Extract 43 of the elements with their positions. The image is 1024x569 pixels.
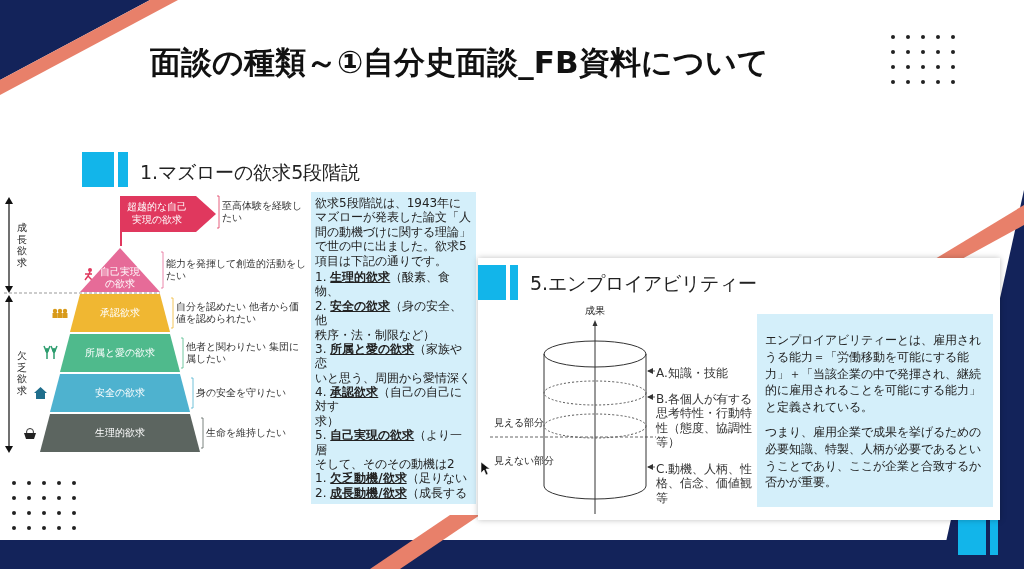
list-item: 5. 自己実現の欲求（より一層 (315, 428, 464, 458)
region-label: 見える部分 (494, 416, 544, 430)
section-heading: 1.マズローの欲求5段階説 (140, 160, 361, 185)
leader-line (647, 464, 656, 470)
leader-line (647, 368, 656, 374)
paragraph: つまり、雇用企業で成果を挙げるための必要知識、特製、人柄が必要であるということであり、ここが企業と合致するか否かが重要。 (765, 424, 982, 492)
callout-text: A.知識・技能 (656, 366, 754, 381)
paragraph: 欲求5段階説は、1943年にマズローが発表した論文「人間の動機づけに関する理論」で世の中に出ました。欲求5項目は下記の通りです。 (315, 196, 472, 268)
annotation-text: 自分を認めたい 他者から価値を認められたい (176, 301, 301, 325)
text-panel (757, 314, 993, 508)
list-item: 3. 所属と愛の欲求（家族や恋 (315, 341, 464, 371)
list-item: 4. 承認欲求（自己の自己に対す (315, 385, 464, 414)
list-item: 1. 欠乏動機/欲求（足りない (315, 471, 468, 486)
annotation-text: 他者と関わりたい 集団に属したい (186, 341, 301, 365)
list-item: そして、そのその動機は2 (315, 457, 456, 472)
annotation-text: 身の安全を守りたい (196, 387, 286, 399)
paragraph: エンプロイアビリティーとは、雇用されうる能力＝「労働移動を可能にする能力」＋「当該企業の中で発揮され、継続的に雇用されることを可能にする能力」と定義されている。 (765, 332, 982, 416)
list-item: 求） (315, 413, 340, 429)
pyramid-level: 生理的欲求 (40, 414, 200, 452)
text-panel (311, 192, 476, 505)
pyramid-level: 自己実現の欲求 (80, 248, 160, 292)
axis-label: 成長欲求 (16, 222, 28, 268)
annotation-text: 至高体験を経験したい (222, 200, 303, 224)
list-item: 2. 成長動機/欲求（成長する (315, 485, 468, 501)
axis-label: 成果 (585, 304, 605, 318)
section-heading: 5.エンプロイアビリティー (530, 271, 759, 296)
pyramid-level: 承認欲求 (70, 294, 170, 332)
axis-label: 欠乏欲求 (16, 350, 28, 396)
list-item: いと思う、周囲から愛情深く (315, 370, 472, 386)
pyramid-level: 所属と愛の欲求 (60, 334, 180, 372)
callout-text: B.各個人が有する思考特性・行動特性（態度、協調性等） (656, 392, 754, 450)
annotation-text: 能力を発揮して創造的活動をしたい (166, 258, 306, 282)
list-item: 1. 生理的欲求（酸素、食物、 (315, 269, 452, 299)
region-label: 見えない部分 (494, 454, 554, 468)
callout-text: C.動機、人柄、性格、信念、価値観等 (656, 462, 754, 506)
pyramid-level: 安全の欲求 (50, 374, 190, 412)
list-item: 2. 安全の欲求（身の安全、他 (315, 298, 464, 328)
leader-line (647, 394, 656, 400)
annotation-text: 生命を維持したい (206, 427, 286, 439)
card-panel (478, 258, 1000, 520)
list-item: 秩序・法・制限など） (315, 327, 436, 342)
cylinder-drawing (543, 340, 647, 500)
slide-title: 面談の種類～①自分史面談_FB資料について (150, 43, 769, 82)
